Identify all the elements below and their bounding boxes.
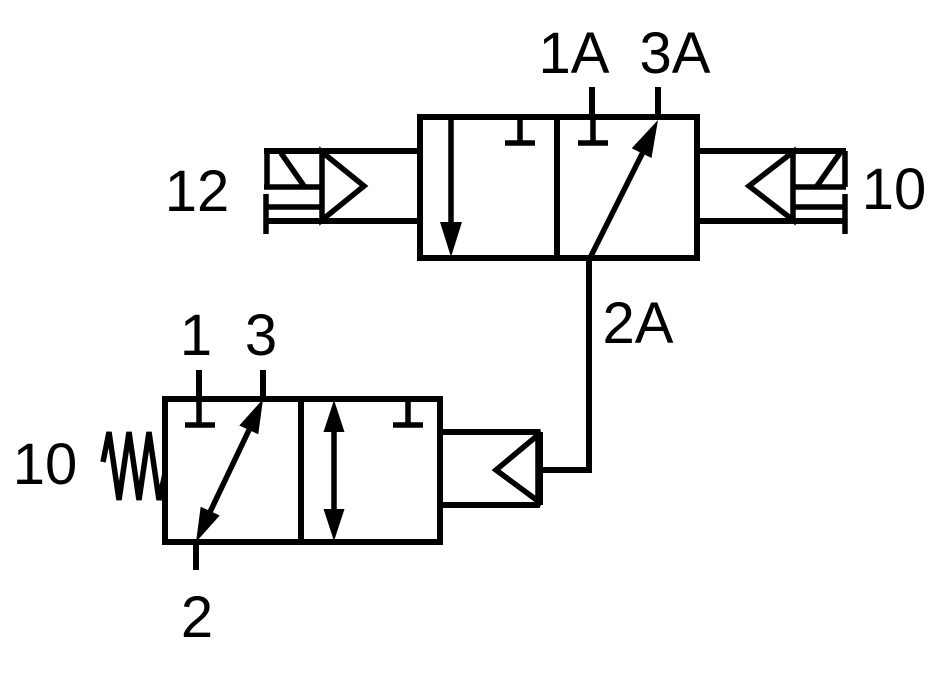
port-label-1a: 1A <box>539 21 610 86</box>
pilot-triangle-icon <box>319 146 369 226</box>
pilot-line-2a <box>540 258 592 473</box>
flow-arrow-diagonal-head-icon <box>631 120 658 158</box>
bottom-valve-symbol[interactable] <box>100 370 443 570</box>
port-label-3a: 3A <box>640 21 711 86</box>
solenoid-pilot-actuator-left[interactable] <box>263 146 420 234</box>
pilot-label-10-right: 10 <box>862 157 927 222</box>
top-valve-symbol[interactable] <box>417 87 700 264</box>
solenoid-diagonal-icon <box>814 151 843 188</box>
flow-arrow-head-icon <box>323 400 345 432</box>
spring-label-10-left: 10 <box>13 432 78 497</box>
pilot-triangle-icon <box>744 146 796 226</box>
pilot-label-12: 12 <box>165 159 230 224</box>
pilot-actuator-bottom-right[interactable] <box>440 429 543 508</box>
spring-return-icon <box>100 431 168 501</box>
flow-arrow-head-icon <box>239 399 263 435</box>
flow-arrow-head-icon <box>323 509 345 541</box>
port-labels: 1A 3A 12 10 2A 1 3 10 2 <box>13 21 927 650</box>
solenoid-diagonal-icon <box>278 151 307 188</box>
flow-arrow-head-icon <box>196 506 220 542</box>
port-label-2a: 2A <box>603 291 674 356</box>
flow-arrow-down-head-icon <box>440 222 462 257</box>
pilot-triangle-icon <box>491 429 541 507</box>
port-label-1: 1 <box>180 303 212 368</box>
flow-arrow-diagonal-double <box>207 428 252 514</box>
port-label-2: 2 <box>181 585 213 650</box>
flow-arrow-diagonal <box>585 150 646 264</box>
port-label-3: 3 <box>245 303 277 368</box>
solenoid-pilot-actuator-right[interactable] <box>697 146 848 234</box>
